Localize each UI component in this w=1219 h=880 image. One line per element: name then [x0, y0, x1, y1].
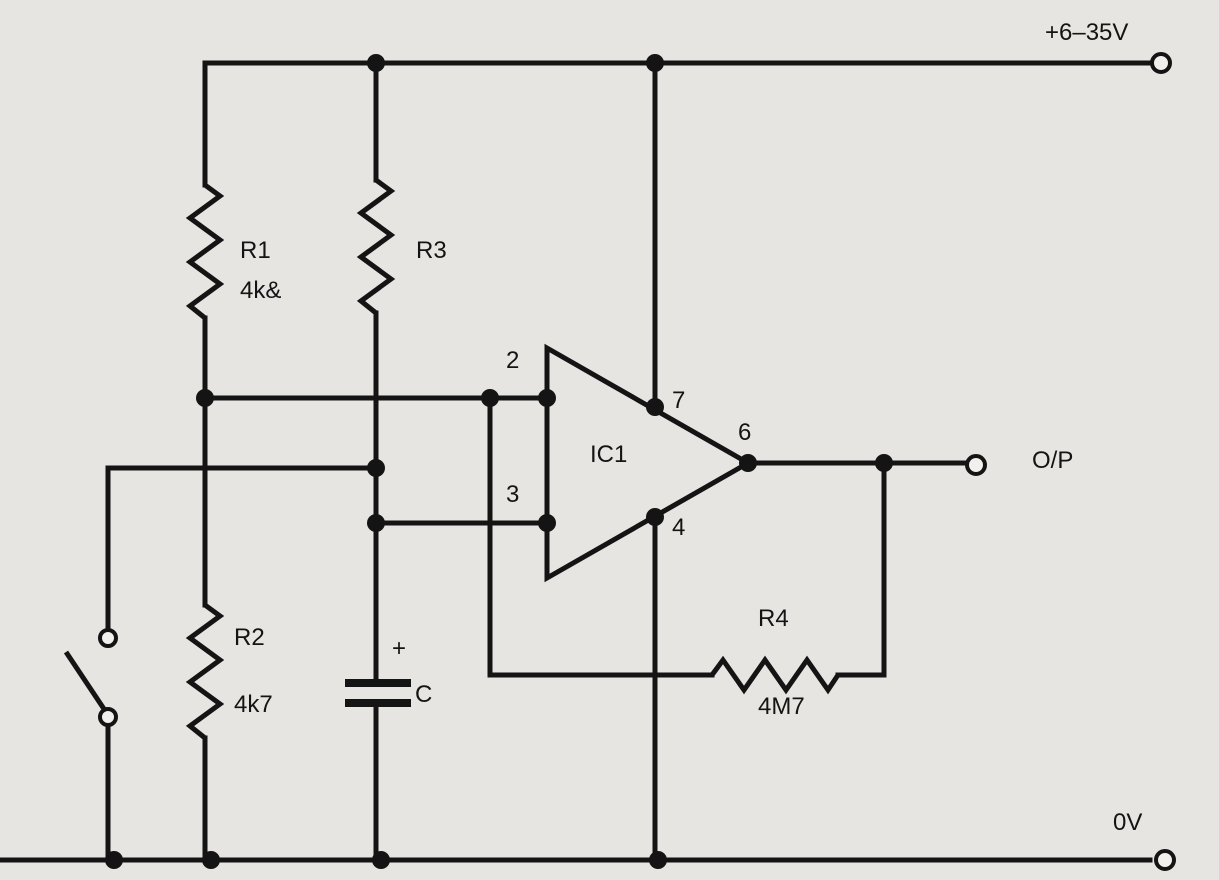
r2-name-label: R2 [234, 624, 265, 651]
output-terminal [965, 454, 987, 476]
junction-dots [105, 54, 893, 869]
ic1-name-label: IC1 [590, 441, 627, 468]
r4-value-label: 4M7 [758, 693, 805, 720]
pin-4-label: 4 [672, 514, 685, 541]
output-label: O/P [1032, 447, 1073, 474]
resistor-r2 [185, 602, 225, 740]
pin-2-label: 2 [506, 347, 519, 374]
capacitor-c [345, 679, 411, 707]
ic1-triangle [544, 343, 754, 583]
r1-value-label: 4k& [240, 277, 281, 304]
supply-terminal [1150, 52, 1172, 74]
r4-name-label: R4 [758, 605, 789, 632]
switch-wires [105, 465, 379, 863]
r1-name-label: R1 [240, 237, 271, 264]
push-switch [63, 628, 118, 727]
r3-name-label: R3 [416, 237, 447, 264]
resistor-r3 [356, 177, 396, 315]
ground-label: 0V [1113, 809, 1142, 836]
pin-6-label: 6 [738, 419, 751, 446]
r2-value-label: 4k7 [234, 691, 273, 718]
resistor-r4 [709, 655, 841, 695]
capacitor-name-label: C [415, 681, 432, 708]
supply-label: +6–35V [1045, 19, 1128, 46]
pin-3-label: 3 [506, 481, 519, 508]
pin-7-label: 7 [672, 387, 685, 414]
resistor-r1 [185, 182, 225, 320]
ground-terminal [1154, 849, 1176, 871]
capacitor-polarity-label: + [392, 635, 406, 662]
